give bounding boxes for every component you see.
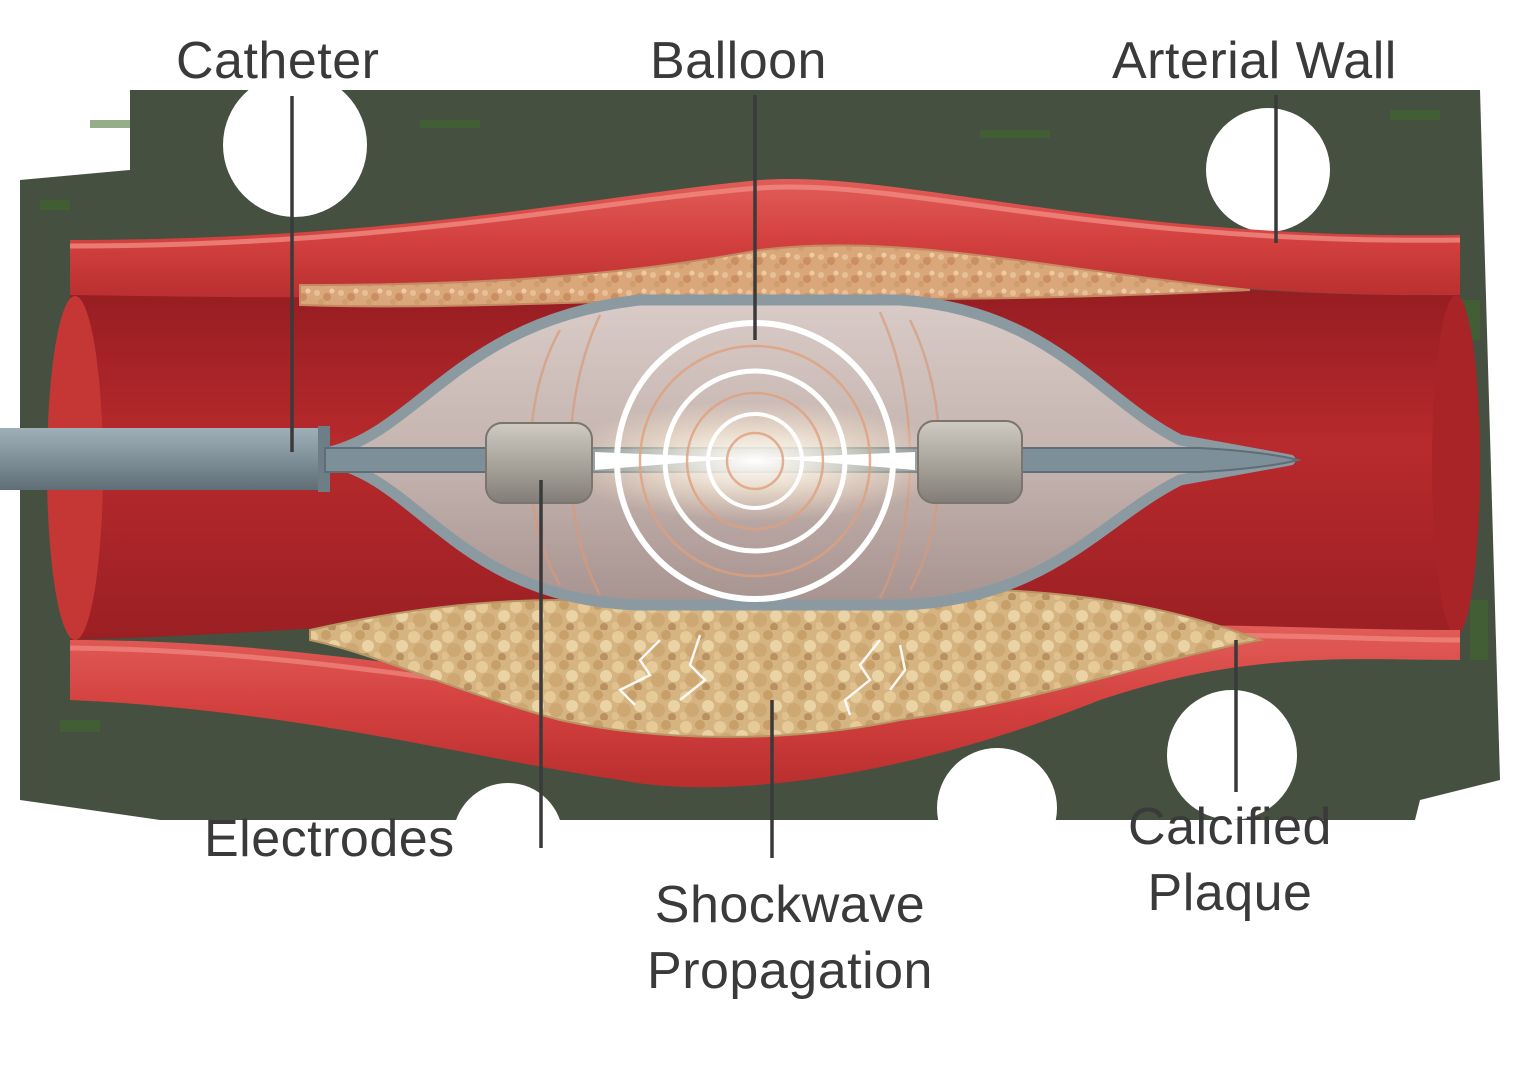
label-calcified-plaque: Calcified Plaque — [1100, 794, 1360, 926]
notch-circle — [1206, 108, 1330, 232]
shockwave-inner-rings — [638, 344, 872, 578]
electrode-right — [917, 420, 1023, 504]
lower-white-area — [160, 820, 1420, 1082]
upper-wall-highlight — [69, 184, 1461, 249]
discharge-glow — [555, 401, 955, 521]
notch-circle — [1167, 690, 1297, 820]
upper-arterial-wall — [70, 179, 1460, 300]
notch-circle — [223, 73, 367, 217]
catheter-shaft — [0, 428, 325, 490]
plaque-cracks — [617, 634, 907, 716]
label-arterial-wall: Arterial Wall — [1112, 32, 1397, 90]
label-plaque-line2: Plaque — [1147, 864, 1313, 922]
label-electrodes: Electrodes — [204, 810, 455, 868]
label-shockwave-line2: Propagation — [647, 942, 933, 1000]
label-catheter: Catheter — [176, 32, 380, 90]
label-shockwave-line1: Shockwave — [654, 876, 926, 934]
label-plaque-line1: Calcified — [1128, 798, 1332, 856]
leader-lines — [290, 95, 1278, 858]
lumen-opening-right — [1432, 295, 1480, 635]
label-shockwave-propagation: Shockwave Propagation — [620, 872, 960, 1004]
electrode-left — [485, 422, 593, 504]
label-balloon: Balloon — [650, 32, 827, 90]
